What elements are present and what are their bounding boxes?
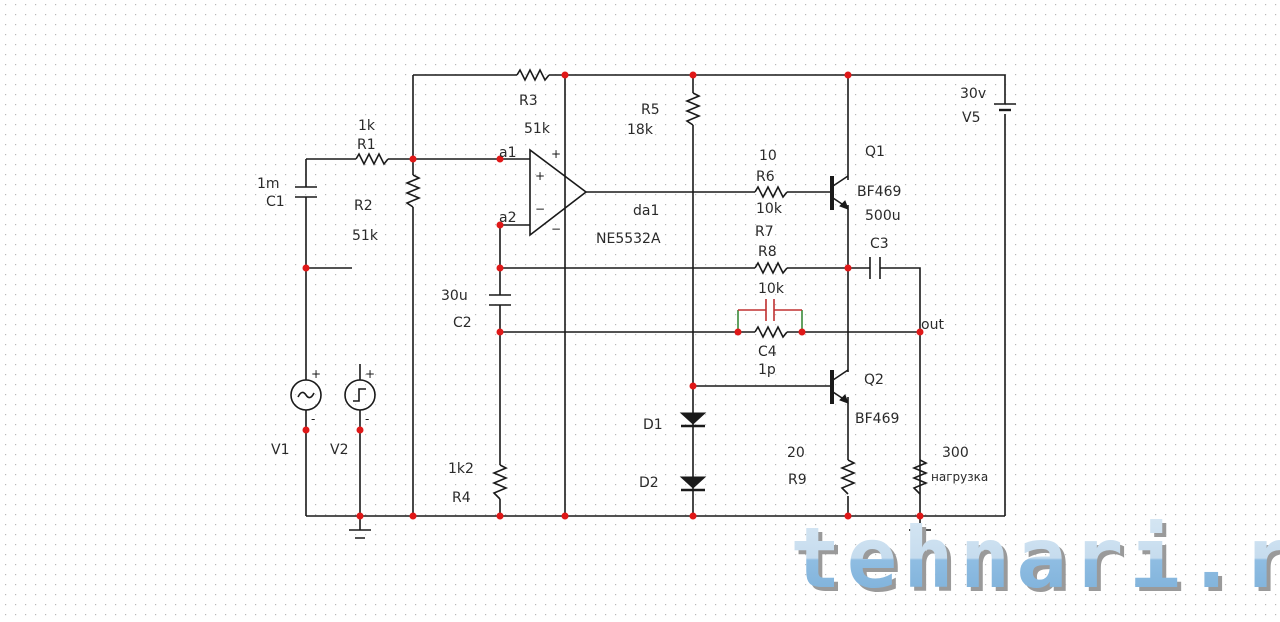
capacitor-c2[interactable] bbox=[489, 294, 511, 306]
capacitor-c4[interactable] bbox=[765, 299, 775, 321]
resistor-r3[interactable] bbox=[516, 68, 550, 82]
r5-value: 18k bbox=[627, 122, 654, 138]
v2-name: V2 bbox=[330, 442, 348, 458]
v1-minus-sign: - bbox=[311, 412, 315, 426]
r4-value: 1k2 bbox=[448, 461, 474, 477]
junction-nodes bbox=[302, 71, 924, 520]
c4-name: C4 bbox=[758, 344, 777, 360]
d2-name: D2 bbox=[639, 475, 659, 491]
c3-value: 500u bbox=[865, 208, 901, 224]
net-label-out: out bbox=[921, 317, 944, 333]
v1-name: V1 bbox=[271, 442, 289, 458]
watermark-shadow: tehnari.ru bbox=[794, 513, 1280, 611]
r1-value: 1k bbox=[358, 118, 376, 134]
watermark-text: tehnari.ru bbox=[790, 509, 1280, 607]
opamp-plus-input-sign: + bbox=[535, 169, 545, 183]
c4-bypass-wires bbox=[737, 309, 803, 332]
q1-model: BF469 bbox=[857, 184, 901, 200]
opamp-vplus-sign: + bbox=[551, 147, 561, 161]
r4-name: R4 bbox=[452, 490, 471, 506]
capacitor-c1[interactable] bbox=[295, 186, 317, 198]
c4-value: 1p bbox=[758, 362, 776, 378]
resistor-load[interactable] bbox=[911, 459, 929, 495]
net-label-a1: a1 bbox=[499, 145, 517, 161]
v2-plus-sign: + bbox=[365, 367, 375, 381]
opamp-model: NE5532A bbox=[596, 231, 661, 247]
watermark: tehnari.ru tehnari.ru bbox=[790, 509, 1280, 611]
net-label-a2: a2 bbox=[499, 210, 517, 226]
capacitor-c3[interactable] bbox=[869, 257, 881, 279]
resistor-r2[interactable] bbox=[404, 174, 422, 208]
v5-value: 30v bbox=[960, 86, 986, 102]
d1-name: D1 bbox=[643, 417, 663, 433]
resistor-r5[interactable] bbox=[684, 92, 702, 126]
resistor-r8[interactable] bbox=[754, 261, 788, 275]
c3-name: C3 bbox=[870, 236, 889, 252]
r7-name: R7 bbox=[755, 224, 774, 240]
r5-name: R5 bbox=[641, 102, 660, 118]
q1-name: Q1 bbox=[865, 144, 885, 160]
opamp-da1[interactable]: + − + − bbox=[529, 147, 588, 237]
opamp-minus-input-sign: − bbox=[535, 202, 545, 216]
v5-name: V5 bbox=[962, 110, 980, 126]
transistor-q1[interactable] bbox=[826, 175, 849, 210]
resistor-r1[interactable] bbox=[355, 152, 389, 166]
opamp-name: da1 bbox=[633, 203, 659, 219]
resistor-r7[interactable] bbox=[754, 325, 788, 339]
q2-model: BF469 bbox=[855, 411, 899, 427]
resistor-r9[interactable] bbox=[839, 459, 857, 495]
battery-v5[interactable] bbox=[994, 103, 1016, 112]
resistor-r4[interactable] bbox=[491, 464, 509, 500]
r1-name: R1 bbox=[357, 137, 376, 153]
transistor-q2[interactable] bbox=[826, 369, 849, 404]
load-value: 300 bbox=[942, 445, 969, 461]
r2-name: R2 bbox=[354, 198, 373, 214]
r8-value: 10k bbox=[758, 281, 785, 297]
diode-d1[interactable] bbox=[679, 412, 707, 428]
r2-value: 51k bbox=[352, 228, 379, 244]
opamp-vminus-sign: − bbox=[551, 222, 561, 236]
load-name: нагрузка bbox=[931, 470, 988, 484]
diode-d2[interactable] bbox=[679, 476, 707, 492]
ground-symbol-left bbox=[349, 529, 371, 539]
step-source-v2[interactable]: + - bbox=[344, 367, 376, 426]
q2-name: Q2 bbox=[864, 372, 884, 388]
v2-minus-sign: - bbox=[365, 412, 369, 426]
r3-name: R3 bbox=[519, 93, 538, 109]
c1-value: 1m bbox=[257, 176, 280, 192]
r6-value: 10 bbox=[759, 148, 777, 164]
r6-name: R6 bbox=[756, 169, 775, 185]
c2-value: 30u bbox=[441, 288, 468, 304]
r9-name: R9 bbox=[788, 472, 807, 488]
r9-value: 20 bbox=[787, 445, 805, 461]
c1-name: C1 bbox=[266, 194, 285, 210]
ground-symbol-right bbox=[909, 529, 931, 539]
v1-plus-sign: + bbox=[311, 367, 321, 381]
c2-name: C2 bbox=[453, 315, 472, 331]
ac-source-v1[interactable]: + - bbox=[290, 367, 322, 426]
component-labels: 1k R1 1m C1 R2 51k R3 51k a1 a2 R5 18k d… bbox=[257, 86, 988, 506]
resistor-r6[interactable] bbox=[754, 185, 788, 199]
r8-name: R8 bbox=[758, 244, 777, 260]
r3-value: 51k bbox=[524, 121, 551, 137]
r7-value: 10k bbox=[756, 201, 783, 217]
